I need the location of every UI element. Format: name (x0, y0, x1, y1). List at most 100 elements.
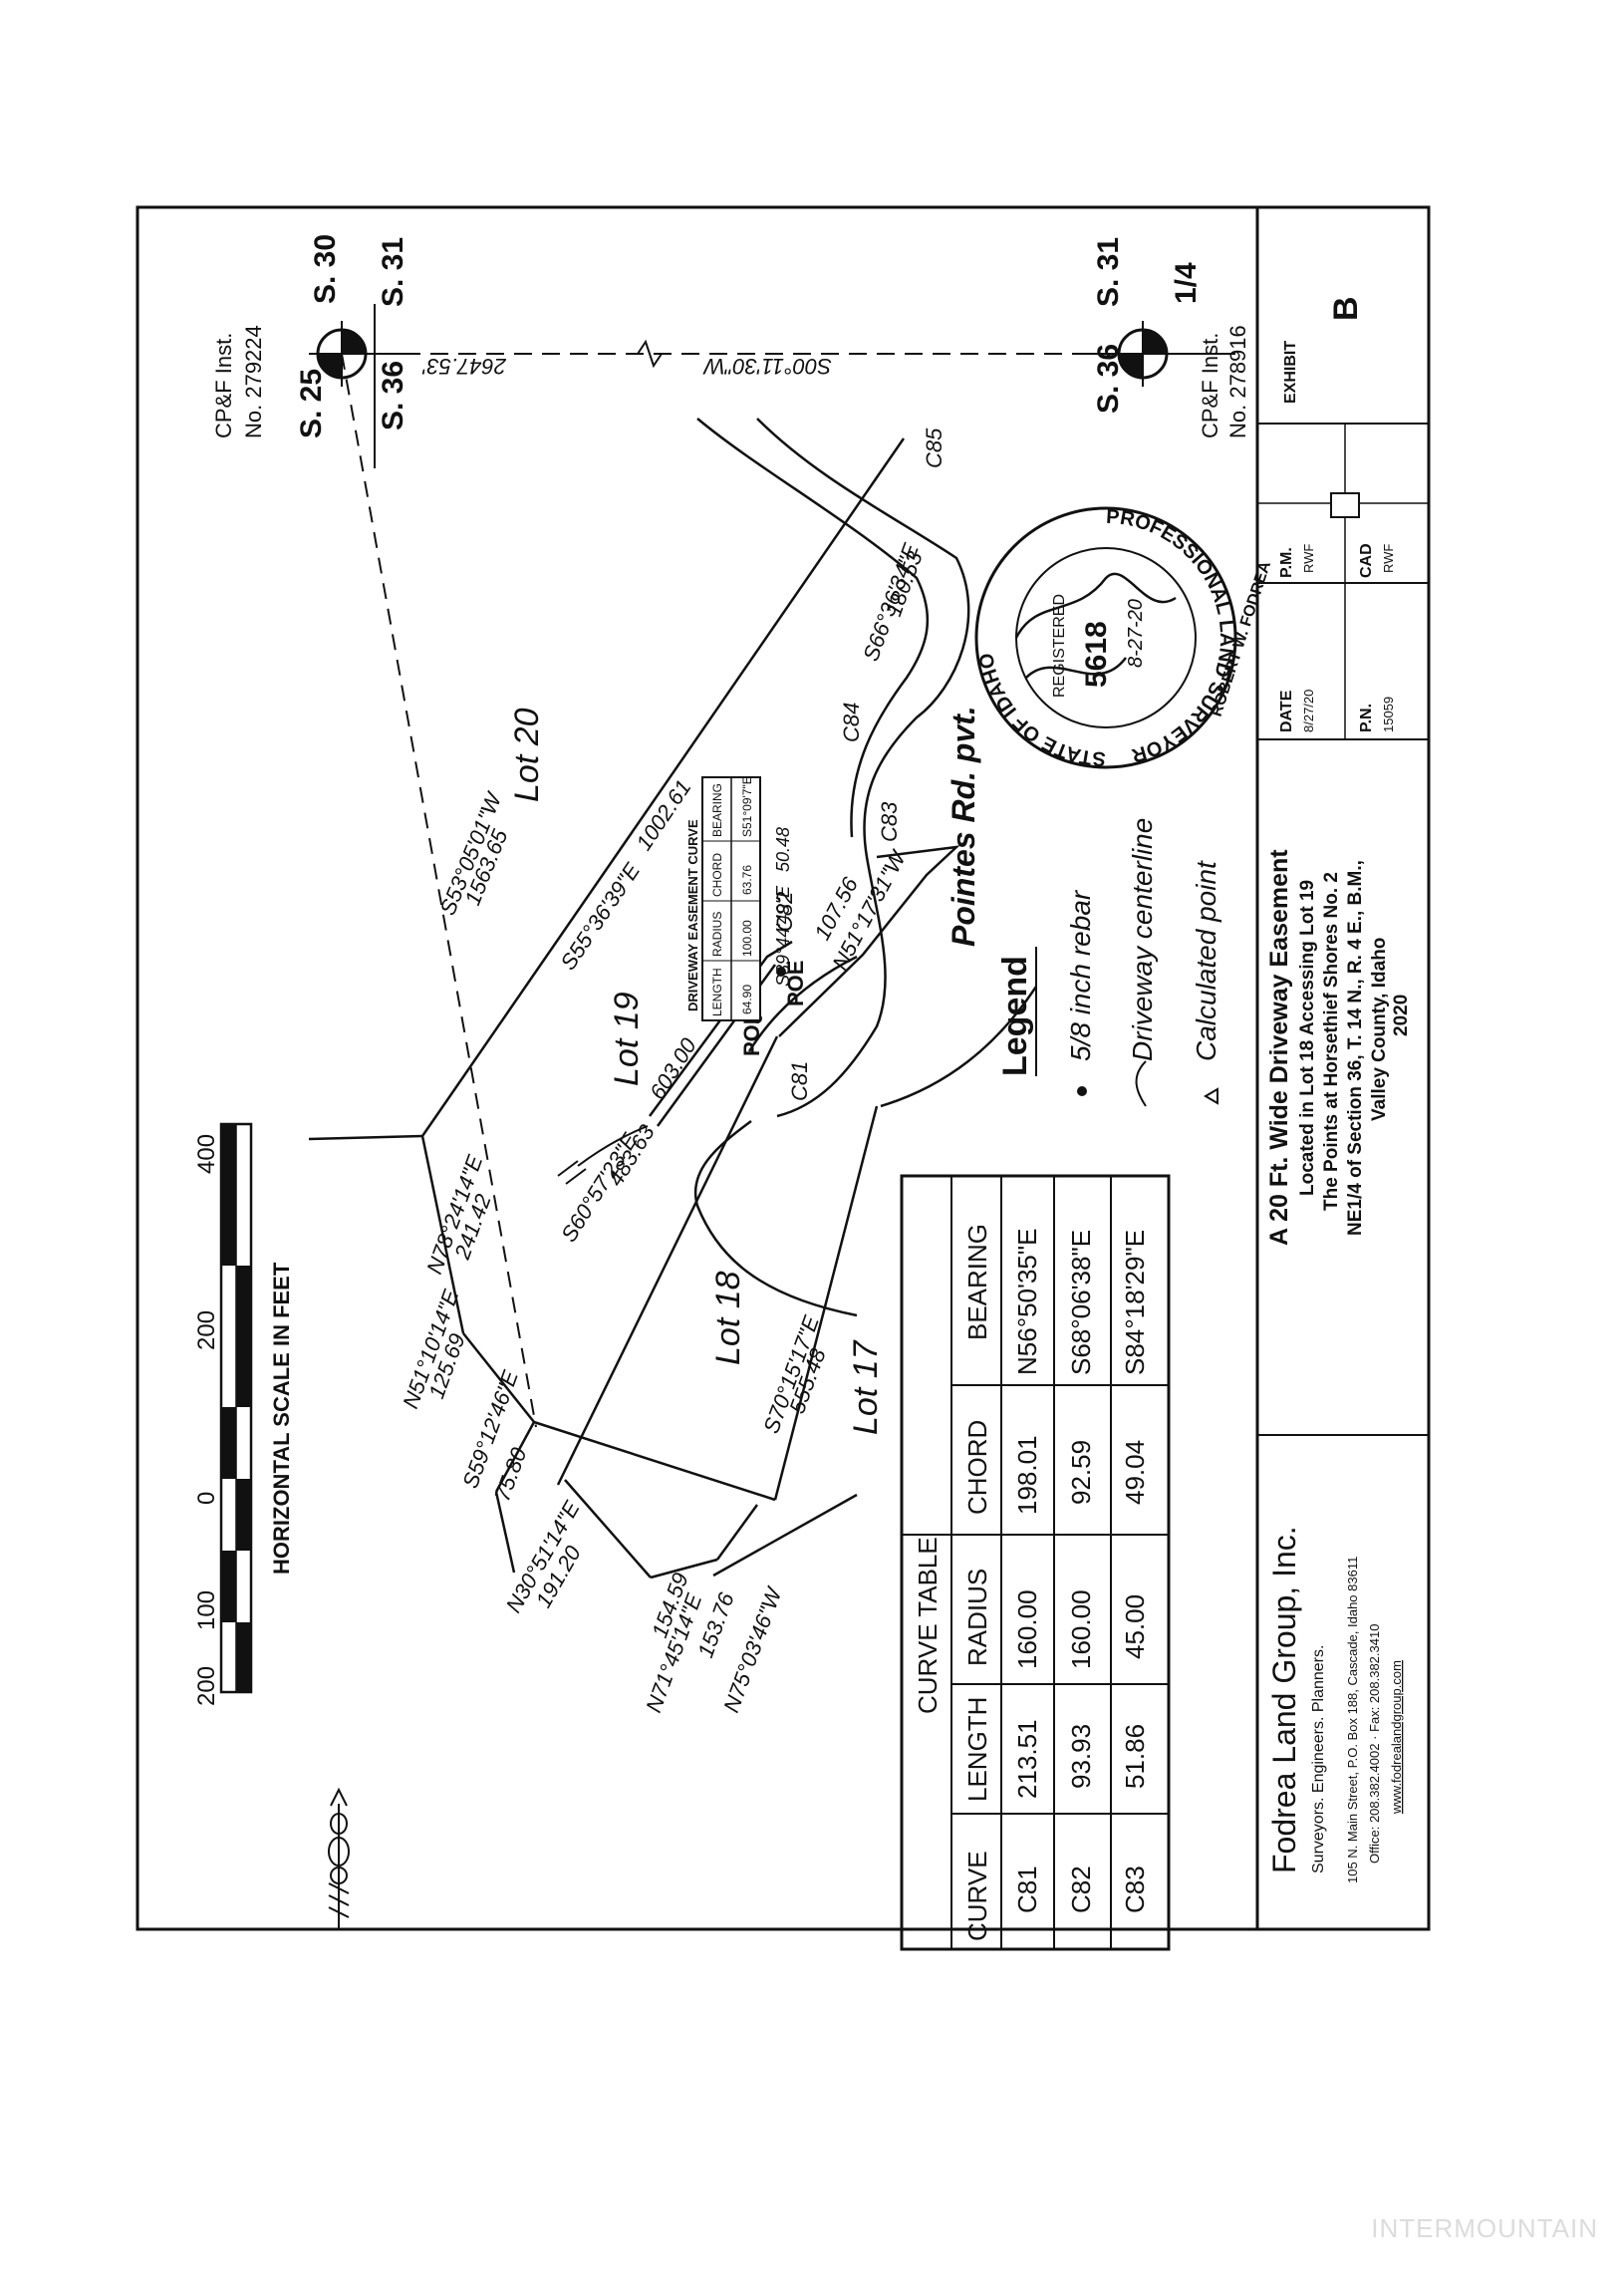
scale-bar (219, 1122, 253, 1694)
corner-top-no: No. 279224 (241, 325, 266, 438)
curve-label-c82: C82 (772, 892, 797, 932)
corner-bottom-s36: S. 36 (1092, 344, 1125, 414)
company-address: 105 N. Main Street, P.O. Box 188, Cascad… (1345, 1557, 1360, 1883)
curve-label-c83: C83 (877, 801, 902, 842)
poe-marker (776, 967, 786, 977)
driveway-tail (577, 1125, 649, 1167)
curve-c83-name: C83 (1120, 1866, 1150, 1913)
corner-top-s30: S. 30 (309, 234, 342, 304)
call-s89: S89°44'49"E (773, 885, 793, 987)
mini-table-value-chord: 63.76 (740, 865, 754, 895)
curve-table-grid (900, 1174, 1171, 1951)
desc-line4: NE1/4 of Section 36, T. 14 N., R. 4 E., … (1345, 860, 1366, 1236)
section-line-distance: 2647.53' (421, 354, 507, 379)
titleblock-date-value: 8/27/20 (1301, 690, 1316, 732)
mini-table-title: DRIVEWAY EASEMENT CURVE (685, 819, 700, 1011)
mini-table-header-chord: CHORD (710, 853, 724, 897)
call-s59-distance: 75.80 (489, 1444, 532, 1505)
curve-label-c81: C81 (787, 1061, 812, 1101)
watermark: INTERMOUNTAIN (1371, 2213, 1598, 2243)
curve-c83-radius: 45.00 (1120, 1594, 1150, 1659)
curve-c83-chord: 49.04 (1120, 1440, 1150, 1505)
curve-table-header-radius: RADIUS (962, 1569, 992, 1666)
road-label: Pointes Rd. pvt. (946, 706, 981, 947)
curve-c82-radius: 160.00 (1066, 1589, 1096, 1669)
curve-table-header-bearing: BEARING (962, 1224, 992, 1340)
legend-calculated-point-icon (1204, 1087, 1218, 1105)
corner-top-s25: S. 25 (295, 369, 328, 438)
seal-number: 5618 (1080, 621, 1113, 688)
call-s89-distance: 50.48 (773, 827, 793, 872)
mini-table-header-bearing: BEARING (710, 783, 724, 837)
mini-table-value-length: 64.90 (740, 985, 754, 1014)
top-section-corner (309, 304, 418, 468)
curve-label-c85: C85 (922, 428, 946, 468)
legend-rebar-icon (1077, 1086, 1087, 1096)
scale-tick-200-left: 200 (193, 1666, 220, 1706)
company-web: www.fodrealandgroup.com (1389, 1660, 1404, 1815)
titleblock-cad-label: CAD (1358, 543, 1375, 578)
mini-table-header-radius: RADIUS (710, 912, 724, 957)
corner-bottom-no: No. 278916 (1225, 325, 1250, 438)
lot-label-19: Lot 19 (608, 992, 646, 1086)
north-arrow-icon (328, 1787, 350, 1928)
curve-c83-length: 51.86 (1120, 1724, 1150, 1789)
titleblock-pn-label: P.N. (1358, 704, 1375, 732)
corner-bottom-s31: S. 31 (1092, 237, 1125, 307)
curve-c81-name: C81 (1012, 1866, 1042, 1913)
curve-c81-radius: 160.00 (1012, 1589, 1042, 1669)
surveyor-seal (974, 506, 1237, 769)
scale-tick-0: 0 (193, 1492, 220, 1505)
scale-tick-400: 400 (193, 1134, 220, 1174)
seal-date: 8-27-20 (1125, 599, 1147, 668)
desc-line2: Located in Lot 18 Accessing Lot 19 (1297, 880, 1318, 1196)
corner-top-inst: CP&F Inst. (211, 333, 236, 438)
curve-c81-bearing: N56°50'35"E (1012, 1229, 1042, 1375)
scale-tick-100: 100 (193, 1590, 220, 1630)
poe-label: POE (783, 961, 808, 1006)
curve-table-header-curve: CURVE (962, 1851, 992, 1941)
lot-label-17: Lot 17 (847, 1339, 885, 1435)
curve-table-title: CURVE TABLE (913, 1537, 943, 1714)
sheet-border (135, 205, 1431, 1931)
legend-item-calculated: Calculated point (1191, 860, 1221, 1061)
desc-title: A 20 Ft. Wide Driveway Easement (1265, 849, 1293, 1246)
titleblock-exhibit-label: EXHIBIT (1282, 341, 1299, 404)
desc-line3: The Points at Horsethief Shores No. 2 (1321, 872, 1342, 1211)
titleblock-center-square (1330, 492, 1360, 518)
curve-c81-chord: 198.01 (1012, 1435, 1042, 1515)
curve-table-header-chord: CHORD (962, 1420, 992, 1515)
mini-table-value-bearing: S51°09'7"E (740, 776, 754, 837)
lot-label-18: Lot 18 (709, 1271, 747, 1365)
titleblock-cad-value: RWF (1381, 544, 1396, 573)
curve-label-c84: C84 (839, 703, 864, 742)
titleblock-date-label: DATE (1278, 690, 1295, 732)
call-lot19-distance-603: 603.00 (645, 1033, 701, 1104)
curve-c82-bearing: S68°06'38"E (1066, 1230, 1096, 1375)
legend-item-driveway: Driveway centerline (1127, 818, 1158, 1061)
corner-bottom-quarter: 1/4 (1170, 262, 1203, 304)
bottom-section-corner (1076, 321, 1235, 387)
company-tagline: Surveyors. Engineers. Planners. (1310, 1645, 1327, 1873)
curve-c83-bearing: S84°18'29"E (1120, 1230, 1150, 1375)
call-lot20-bearing: S55°36'39"E (555, 858, 645, 975)
curve-c82-chord: 92.59 (1066, 1440, 1096, 1505)
legend-title: Legend (996, 956, 1034, 1076)
desc-line6: 2020 (1391, 995, 1412, 1036)
seal-registered: REGISTERED (1051, 594, 1068, 698)
corner-top-s31: S. 31 (377, 237, 409, 307)
legend-item-rebar: 5/8 inch rebar (1065, 889, 1096, 1061)
road-edges (693, 418, 1038, 1317)
driveway-curve-table (701, 776, 761, 1021)
driveway-break-mark (557, 1160, 587, 1185)
section-line-bearing: S00°11'30"W (702, 354, 832, 379)
titleblock-pm-value: RWF (1301, 544, 1316, 573)
legend-driveway-icon (1135, 1060, 1147, 1107)
curve-c82-length: 93.93 (1066, 1724, 1096, 1789)
curve-c81-length: 213.51 (1012, 1719, 1042, 1799)
curve-table-header-length: LENGTH (962, 1697, 992, 1802)
mini-table-header-length: LENGTH (710, 968, 724, 1016)
company-phone: Office: 208.382.4002 · Fax: 208.382.3410 (1367, 1624, 1382, 1864)
curve-c82-name: C82 (1066, 1866, 1096, 1913)
